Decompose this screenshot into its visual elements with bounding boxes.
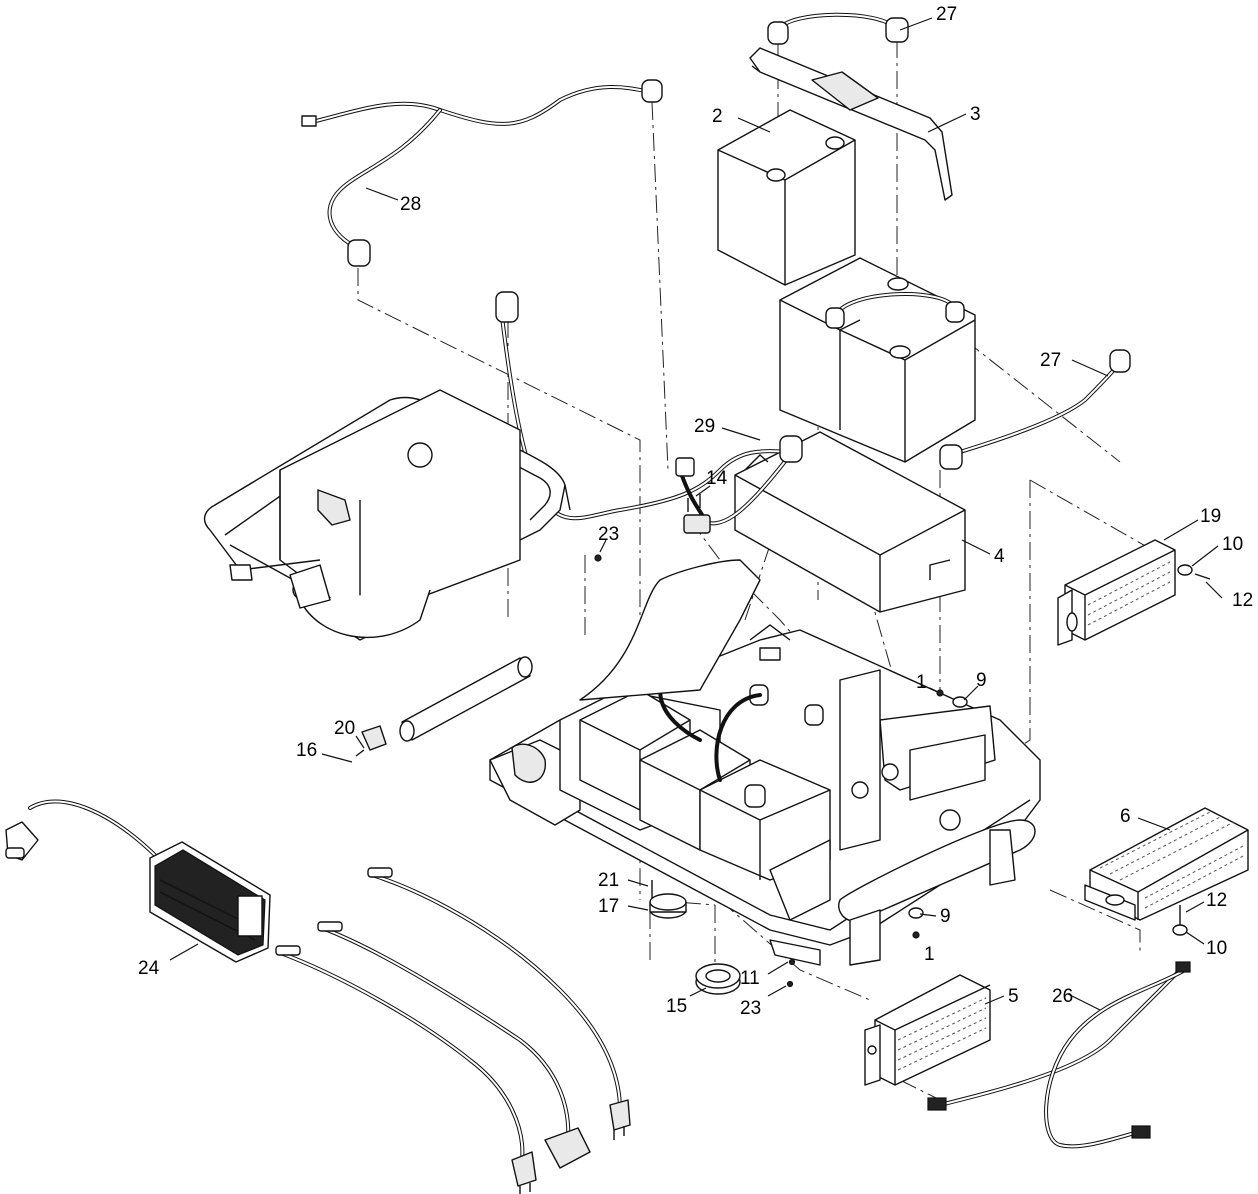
fasteners [594,554,1211,988]
callout-14: 14 [706,468,728,489]
callout-26: 26 [1052,986,1073,1007]
battery-pair [779,257,976,463]
buzzer-17 [649,880,687,919]
grommet-15 [695,963,741,995]
cable-26 [927,961,1191,1149]
callout-15: 15 [666,996,687,1017]
controller-6 [1084,807,1249,921]
battery-hold-down-bracket-3 [749,47,953,201]
axle-tube [399,656,533,742]
callout-10: 10 [1206,938,1227,959]
controller-5 [864,974,991,1086]
battery-cable-27-right [939,349,1131,470]
callout-2: 2 [712,106,723,127]
callout-12: 12 [1206,890,1227,911]
power-cords [275,867,631,1194]
callout-labels: 27 2 3 28 27 29 14 23 19 10 4 12 1 9 20 … [138,4,1253,1019]
switch-20 [355,725,387,757]
callout-9: 9 [940,906,951,927]
callout-24: 24 [138,958,160,979]
callout-17: 17 [598,896,619,917]
callout-1: 1 [916,672,927,693]
callout-1: 1 [924,944,935,965]
callout-12: 12 [1232,590,1253,611]
callout-11: 11 [740,968,760,989]
callout-27: 27 [936,4,957,25]
charger-24 [5,799,271,963]
front-frame-assembly [203,389,571,641]
callout-28: 28 [400,194,421,215]
battery-2 [717,109,856,286]
callout-leaders [169,17,1223,1011]
callout-29: 29 [694,416,715,437]
callout-10: 10 [1222,534,1243,555]
chassis-base [489,559,1041,966]
battery-tray-4 [734,431,966,613]
callout-21: 21 [598,870,619,891]
callout-6: 6 [1120,806,1131,827]
callout-4: 4 [994,546,1005,567]
callout-3: 3 [970,104,981,125]
battery-cable-27-top [767,12,909,45]
callout-27: 27 [1040,350,1061,371]
callout-23: 23 [740,998,761,1019]
callout-20: 20 [334,718,355,739]
callout-5: 5 [1008,986,1019,1007]
callout-23: 23 [598,524,619,545]
controller-19 [1057,539,1176,646]
wire-harness-28 [301,79,663,267]
callout-19: 19 [1200,506,1221,527]
callout-9: 9 [976,670,987,691]
callout-16: 16 [296,740,317,761]
